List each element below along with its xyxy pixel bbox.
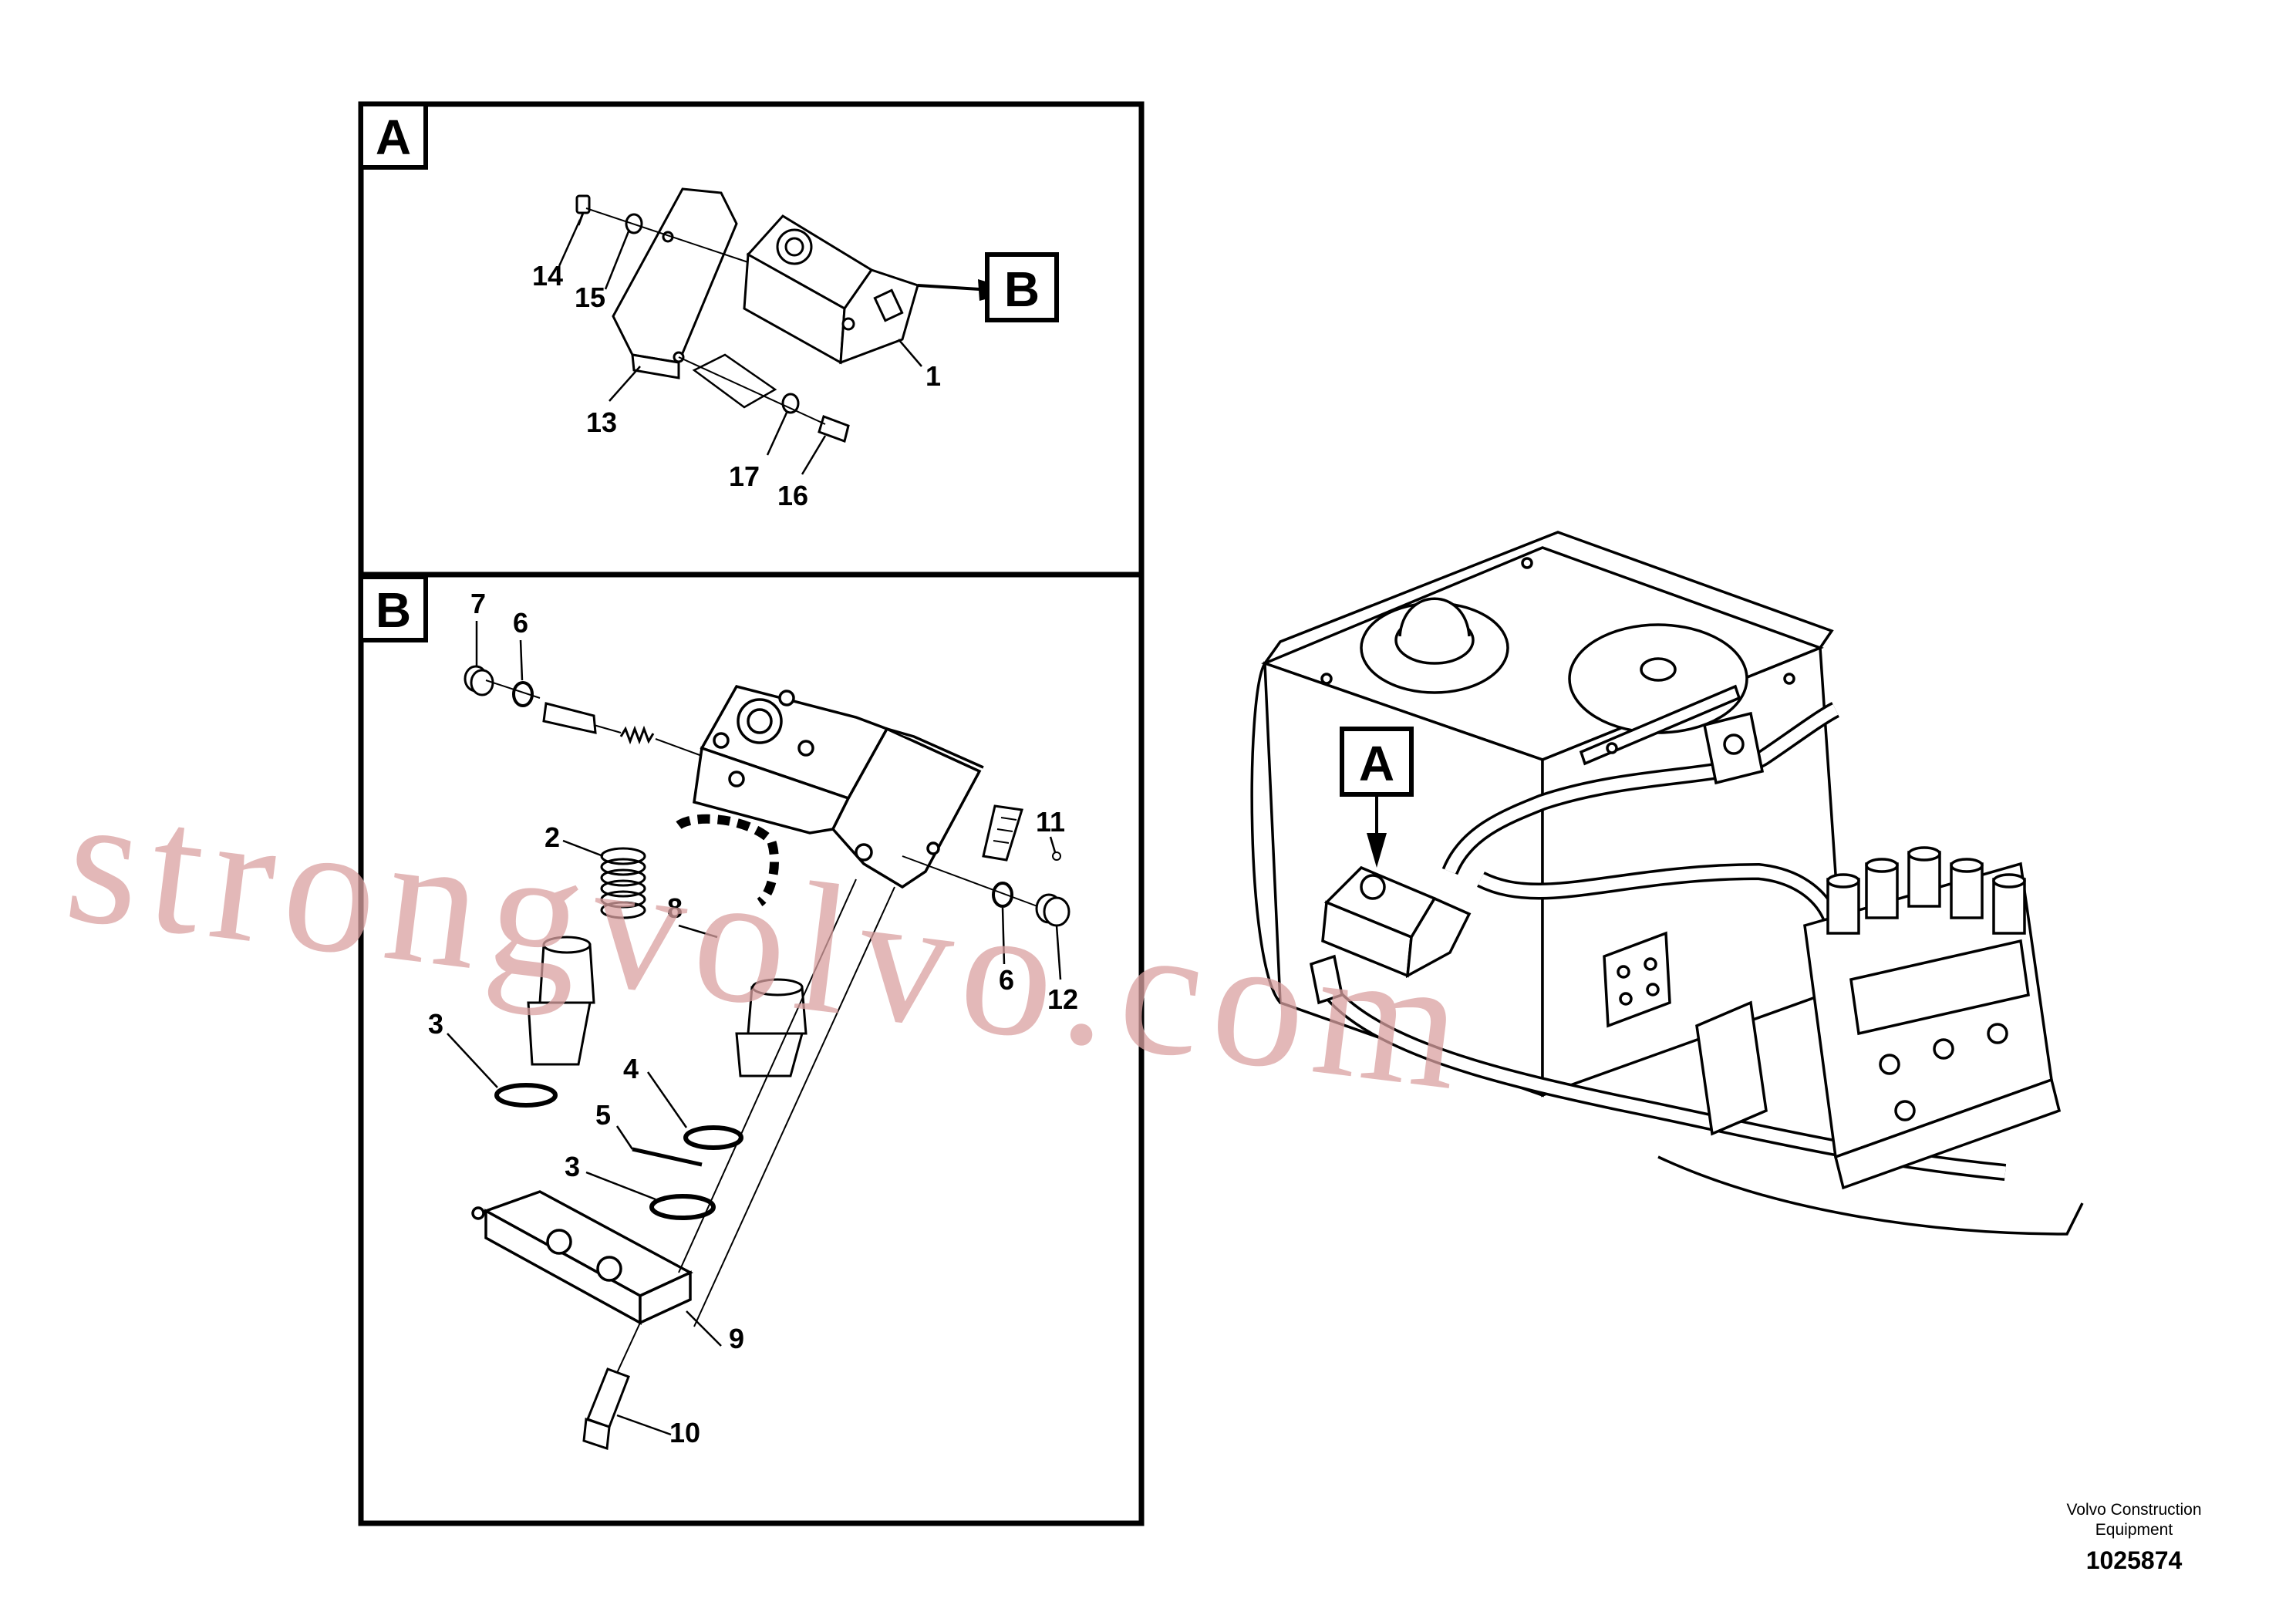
- bolt-10: [582, 1367, 630, 1451]
- document-number: 1025874: [2085, 1546, 2183, 1574]
- callout-15: 15: [575, 282, 605, 313]
- small-spring: [619, 725, 655, 745]
- leader-lines-b: [447, 621, 1062, 1436]
- washer-6-right: [992, 882, 1013, 908]
- callout-11: 11: [1036, 806, 1065, 838]
- plunger: [542, 702, 597, 734]
- callout-14: 14: [532, 260, 563, 292]
- assembly-lines-a: [585, 207, 826, 425]
- assembly-lines-b: [485, 679, 1038, 1374]
- panel-b-label: B: [376, 582, 411, 638]
- leader-lines-a: [558, 219, 922, 475]
- panel-a-label: A: [376, 110, 411, 165]
- callout-8: 8: [667, 892, 683, 924]
- label-plate-lines: [993, 817, 1017, 844]
- spool-left: [527, 936, 595, 1066]
- callout-2: 2: [544, 821, 560, 853]
- bolt-16: [818, 415, 850, 443]
- panel-b: B: [358, 572, 1145, 1526]
- spacer-plate: [692, 353, 777, 409]
- overview-valve-a: [1309, 865, 1472, 1005]
- callout-7: 7: [470, 588, 486, 619]
- shim-5: [632, 1147, 703, 1167]
- callout-3-top: 3: [428, 1008, 443, 1040]
- control-valve: [1803, 846, 2062, 1190]
- callout-3-bottom: 3: [565, 1151, 580, 1182]
- callouts-b: 7 6 2 11 8 6 12 3 4 5 3 9 10: [428, 588, 1078, 1448]
- mounting-bracket: [612, 187, 738, 379]
- panel-a: A: [358, 101, 1145, 578]
- valve-housing: [693, 684, 984, 889]
- callout-1: 1: [925, 360, 941, 392]
- detail-ref-b: B: [1004, 261, 1040, 317]
- washer-17: [781, 393, 800, 414]
- callout-13: 13: [586, 406, 617, 438]
- detail-ref-a: A: [1359, 736, 1394, 791]
- callout-9: 9: [729, 1323, 744, 1354]
- rivet-11: [1052, 851, 1061, 861]
- credit-line-1: Volvo Construction: [2066, 1501, 2202, 1519]
- spring: [600, 847, 646, 919]
- machine-overview: [1250, 531, 2084, 1236]
- label-plate: [982, 804, 1023, 862]
- callout-17: 17: [729, 460, 760, 492]
- seal-ring-dashed: [676, 814, 780, 906]
- callout-10: 10: [669, 1417, 700, 1448]
- callout-16: 16: [777, 480, 808, 511]
- o-rings: [494, 1083, 743, 1220]
- detail-arrow-to-b: B: [917, 252, 1059, 322]
- washer-6-top: [512, 681, 534, 707]
- callout-4: 4: [623, 1053, 639, 1084]
- callout-6-top: 6: [513, 607, 528, 639]
- callout-6-right: 6: [999, 964, 1014, 996]
- valve-block: [743, 214, 919, 365]
- plug-7: [464, 665, 494, 696]
- callout-12: 12: [1047, 983, 1078, 1015]
- base-flange: [471, 1190, 693, 1325]
- plug-12: [1035, 893, 1070, 927]
- credit-line-2: Equipment: [2095, 1521, 2173, 1539]
- callout-5: 5: [595, 1099, 611, 1131]
- callouts-a: 14 15 1 13 17 16: [532, 260, 941, 511]
- overview-callout-a: [1340, 727, 1414, 868]
